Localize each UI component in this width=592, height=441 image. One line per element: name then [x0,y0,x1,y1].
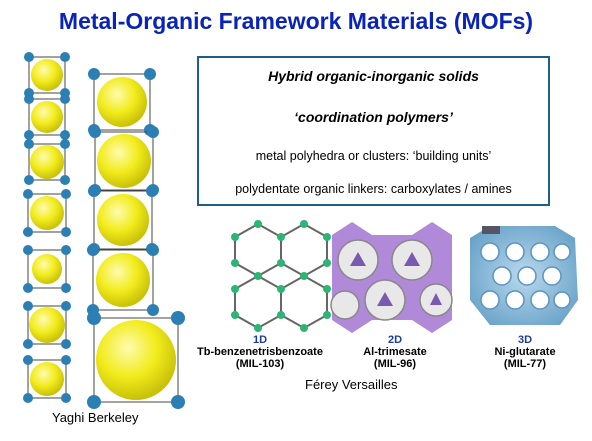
definition-box: Hybrid organic-inorganic solids ‘coordin… [197,56,550,206]
large-sphere-column [87,68,185,409]
caption-dimension: 2D [387,334,403,346]
caption-compound-code: (MIL-103) [235,358,285,370]
caption-compound-name: Al-trimesate [363,346,427,358]
caption-compound-name: Tb-benzenetrisbenzoate [197,346,323,358]
caption-compound-code: (MIL-77) [503,358,547,370]
caption-mil-103: 1D Tb-benzenetrisbenzoate (MIL-103) [185,334,335,370]
box-line-organic-linkers: polydentate organic linkers: carboxylate… [235,182,512,196]
caption-mil-77: 3D Ni-glutarate (MIL-77) [475,334,575,370]
small-sphere-column [23,52,71,403]
box-line-hybrid-solids: Hybrid organic-inorganic solids [268,68,479,84]
slide-title: Metal-Organic Framework Materials (MOFs) [58,8,534,34]
mil-103-structure-image [231,220,331,332]
mil-96-structure-image [330,222,453,333]
caption-compound-name: Ni-glutarate [494,346,556,358]
caption-compound-code: (MIL-96) [373,358,417,370]
credit-yaghi: Yaghi Berkeley [52,410,139,425]
caption-mil-96: 2D Al-trimesate (MIL-96) [345,334,445,370]
mil-77-structure-image [470,226,578,325]
box-line-building-units: metal polyhedra or clusters: ‘building u… [255,149,492,163]
box-line-coordination-polymers: ‘coordination polymers’ [294,109,453,125]
caption-dimension: 1D [252,334,268,346]
caption-dimension: 3D [517,334,533,346]
credit-ferey: Férey Versailles [305,377,398,392]
